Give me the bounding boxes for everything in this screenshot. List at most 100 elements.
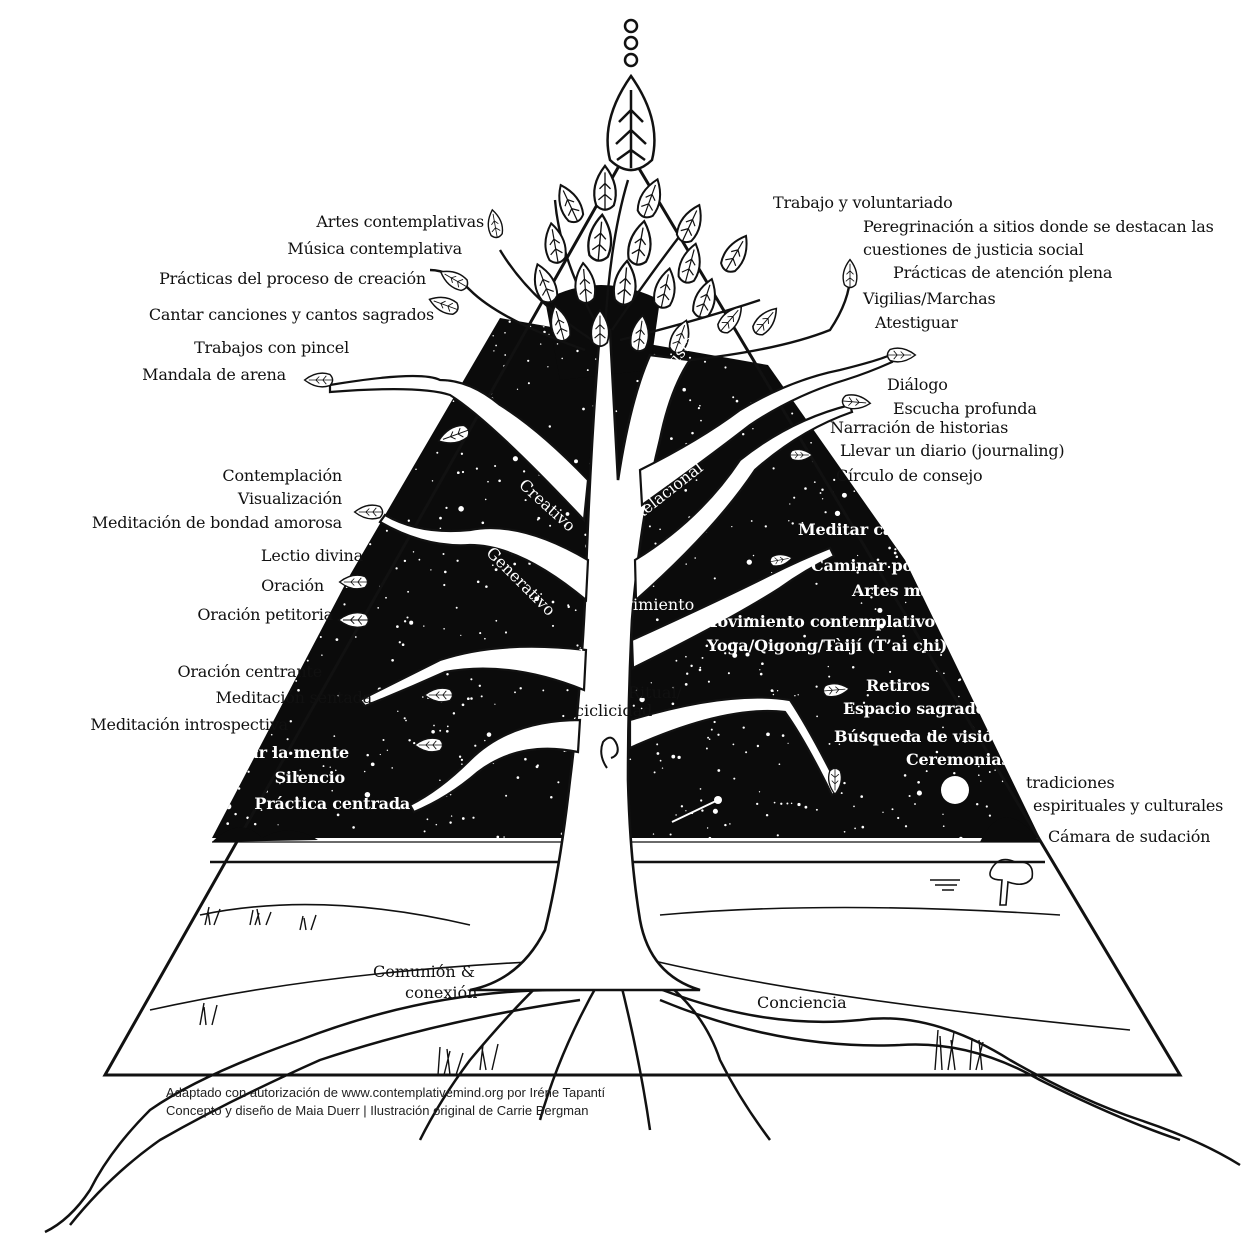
practice-silencio: Silencio	[274, 768, 346, 787]
practice-meditar-caminando: Meditar caminando	[798, 520, 971, 539]
lone-tree	[989, 858, 1034, 906]
leaf-shape	[593, 164, 617, 211]
practice-meditacion-introspectiva: Meditación introspectiva	[90, 715, 288, 734]
practice-bondad-amorosa: Meditación de bondad amorosa	[91, 513, 342, 532]
practice-visualizacion: Visualización	[237, 489, 342, 508]
leaf-shape	[677, 242, 701, 284]
practice-artes-marciales: Artes marciales	[852, 581, 990, 600]
practice-dialogo: Diálogo	[887, 375, 948, 394]
leaf-shape	[423, 687, 454, 703]
practice-ceremonias-2: tradiciones	[1026, 773, 1115, 792]
leaf-shape	[886, 347, 917, 363]
hill-right	[659, 906, 1061, 916]
practice-artes-contemplativas: Artes contemplativas	[316, 212, 484, 231]
shooting-star	[671, 799, 719, 823]
leaf-shape	[550, 304, 572, 342]
practice-musica-contemplativa: Música contemplativa	[287, 239, 462, 258]
leaf-shape	[717, 305, 743, 334]
practice-narracion-historias: Narración de historias	[830, 418, 1009, 437]
practice-peregrinacion-1: Peregrinación a sitios donde se destacan…	[863, 217, 1214, 236]
practice-mandala-arena: Mandala de arena	[142, 365, 286, 384]
pyramid-outline	[102, 147, 1183, 1077]
practice-espacio-sagrado: Espacio sagrado/personal	[843, 699, 1068, 718]
leaf-shape	[533, 262, 559, 304]
distant-treeline	[212, 827, 318, 842]
leaves	[303, 164, 917, 796]
practice-acallar-mente: Acallar la mente	[204, 743, 349, 762]
leaf-shape	[413, 737, 444, 753]
crown-finial	[606, 18, 656, 172]
credit-line-2: Concepto y diseño de Maia Duerr | Ilustr…	[166, 1103, 589, 1118]
leaf-shape	[590, 308, 610, 348]
practice-trabajo-voluntariado: Trabajo y voluntariado	[773, 193, 953, 212]
leaf-shape	[842, 258, 858, 289]
credit-line-1: Adaptado con autorización de www.contemp…	[166, 1085, 606, 1100]
leaf-shape	[675, 203, 702, 244]
leaf-shape	[822, 683, 851, 698]
practice-camara-sudacion: Cámara de sudación	[1048, 827, 1211, 846]
practice-proceso-creacion: Prácticas del proceso de creación	[159, 269, 426, 288]
category-comunion-line1: Comunión &	[373, 962, 476, 981]
practice-movimiento-contemplativo: Movimiento contemplativo	[700, 612, 936, 631]
practice-meditacion-sentada: Meditación sentada	[215, 688, 373, 707]
leaf-shape	[720, 234, 748, 273]
category-quietud: Quietud	[519, 646, 584, 665]
leaf-shape	[636, 177, 662, 219]
leaf-shape	[544, 221, 567, 264]
category-ritual-line2: ciclicidad	[575, 701, 653, 720]
practice-peregrinacion-2: cuestiones de justicia social	[863, 240, 1084, 259]
practice-cantar-canciones: Cantar canciones y cantos sagrados	[148, 305, 434, 324]
grass	[199, 879, 984, 1076]
practice-busqueda-vision: Búsqueda de visión	[834, 727, 1005, 746]
practice-escucha-profunda: Escucha profunda	[893, 399, 1037, 418]
leaf-shape	[692, 277, 716, 319]
practice-contemplacion: Contemplación	[222, 466, 342, 485]
leaf-shape	[303, 372, 334, 388]
practice-trabajos-pincel: Trabajos con pincel	[194, 338, 349, 357]
leaf-shape	[428, 296, 459, 315]
leaf-shape	[627, 219, 652, 266]
practice-atencion-plena: Prácticas de atención plena	[893, 263, 1113, 282]
crown-branches	[429, 179, 852, 362]
practice-atestiguar: Atestiguar	[875, 313, 958, 332]
practice-retiros: Retiros	[866, 676, 930, 695]
practice-ceremonias-1: Ceremonias/rituales basados en	[906, 750, 1186, 769]
moon	[941, 776, 969, 804]
leaf-shape	[574, 261, 597, 304]
leaf-shape	[558, 183, 585, 224]
leaf-shape	[439, 270, 469, 292]
leaf-shape	[338, 574, 369, 590]
practice-ceremonias-3: espirituales y culturales	[1033, 796, 1224, 815]
category-ritual-line1: Ritual/	[628, 683, 682, 702]
practice-vigilias-marchas: Vigilias/Marchas	[863, 289, 996, 308]
leaf-shape	[668, 319, 690, 354]
leaf-shape	[587, 212, 613, 262]
practice-practica-centrada: Práctica centrada	[254, 794, 410, 813]
category-conciencia: Conciencia	[757, 993, 847, 1012]
leaf-shape	[828, 767, 842, 796]
category-movimiento: Movimiento	[598, 595, 695, 614]
practice-circulo-consejo: Círculo de consejo	[836, 466, 983, 485]
leaf-shape	[337, 611, 370, 629]
leaf-shape	[353, 504, 384, 520]
practice-caminar-laberinto: Caminar por el laberinto	[811, 556, 1029, 575]
leaf-shape	[752, 307, 778, 336]
leaf-shape	[487, 208, 504, 239]
leaf-shape	[612, 259, 637, 306]
leaf-shape	[789, 449, 813, 461]
leaf-shape	[769, 554, 793, 567]
leaf-shape	[629, 313, 650, 352]
trunk-spiral	[600, 736, 619, 769]
practice-llevar-diario: Llevar un diario (journaling)	[840, 441, 1065, 460]
leaf-shape	[841, 394, 872, 410]
practice-yoga-qigong: Yoga/Qigong/Tàijí (T’ai chi)	[707, 636, 948, 655]
practice-oracion: Oración	[261, 576, 324, 595]
leaf-shape	[437, 424, 470, 444]
practice-oracion-centrante: Oración centrante	[177, 662, 322, 681]
practice-lectio-divina: Lectio divina	[260, 546, 363, 565]
branches	[328, 353, 894, 814]
category-comunion-line2: conexión	[405, 983, 478, 1002]
practice-oracion-petitoria: Oración petitoria	[197, 605, 333, 624]
leaf-shape	[653, 266, 676, 309]
